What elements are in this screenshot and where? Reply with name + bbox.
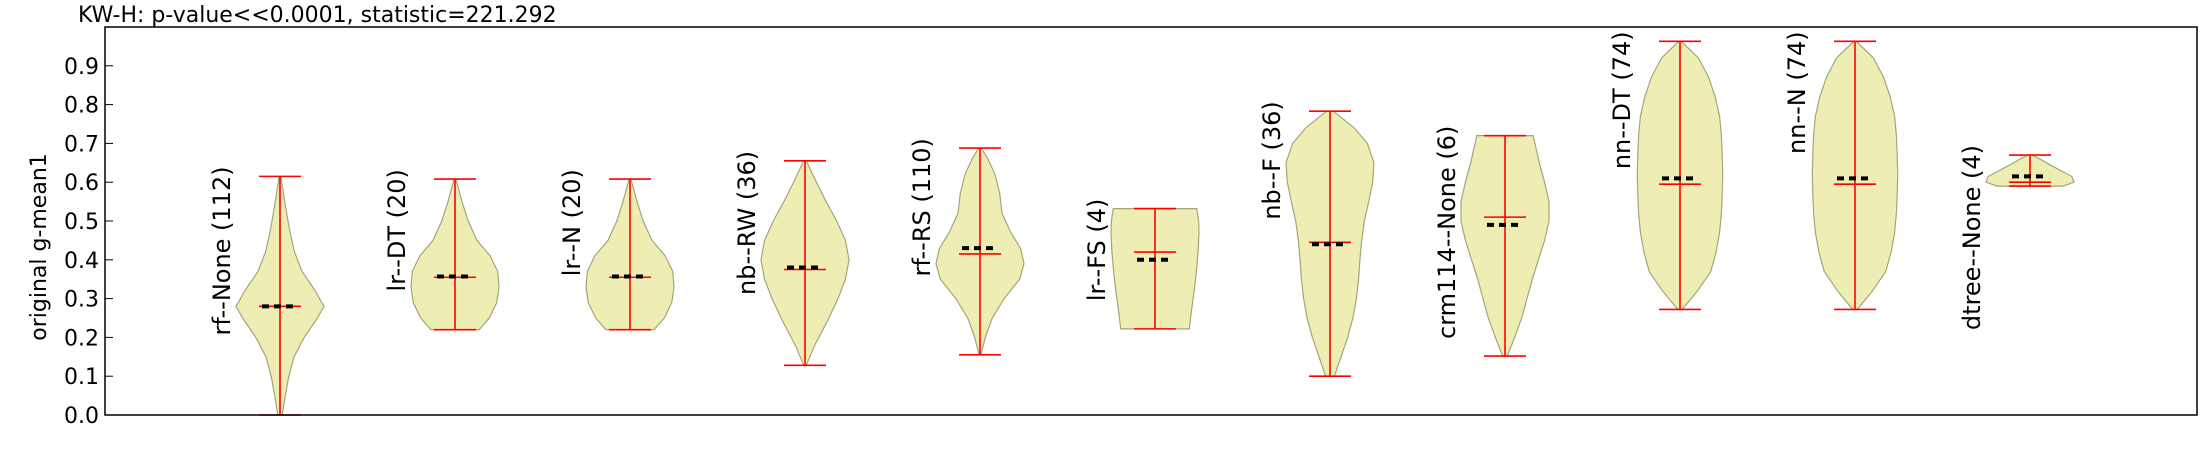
y-tick-label: 0.3 <box>64 288 99 313</box>
y-tick-label: 0.9 <box>64 55 99 80</box>
y-tick-label: 0.1 <box>64 365 99 390</box>
category-label: lr--N (20) <box>558 169 586 276</box>
category-label: rf--None (112) <box>208 166 236 335</box>
y-tick-label: 0.5 <box>64 210 99 235</box>
category-label: nb--F (36) <box>1258 101 1286 219</box>
category-label: rf--RS (110) <box>908 138 936 276</box>
chart-title: KW-H: p-value<<0.0001, statistic=221.292 <box>78 3 557 28</box>
violin-group: rf--None (112) <box>208 166 325 416</box>
plot-area: 0.0 0.1 0.2 0.3 0.4 0.5 0.6 0.7 0.8 0.9 rf--None (… <box>64 31 2075 429</box>
violin-group: lr--DT (20) <box>383 169 500 331</box>
category-label: nb--RW (36) <box>733 151 761 295</box>
y-tick-label: 0.0 <box>64 404 99 429</box>
category-label: dtree--None (4) <box>1958 145 1986 330</box>
plot-frame <box>104 26 2198 416</box>
category-label: lr--FS (4) <box>1083 199 1111 302</box>
y-tick-label: 0.4 <box>64 249 99 274</box>
violin-group: nn--N (74) <box>1783 31 1899 311</box>
category-label: nn--DT (74) <box>1608 31 1636 169</box>
violin-group: nn--DT (74) <box>1608 31 1724 311</box>
category-label: crm114--None (6) <box>1433 126 1461 339</box>
category-label: lr--DT (20) <box>383 169 411 291</box>
y-tick-label: 0.6 <box>64 171 99 196</box>
violin-group: dtree--None (4) <box>1958 145 2075 330</box>
violin-group: nb--RW (36) <box>733 151 850 367</box>
violin-group: nb--F (36) <box>1258 101 1375 378</box>
y-tick-label: 0.8 <box>64 94 99 119</box>
violin-group: rf--RS (110) <box>908 138 1025 356</box>
y-tick-label: 0.2 <box>64 326 99 351</box>
violin-group: lr--FS (4) <box>1083 199 1200 330</box>
y-tick-label: 0.7 <box>64 132 99 157</box>
y-axis-label: original g-mean1 <box>27 153 52 341</box>
category-label: nn--N (74) <box>1783 31 1811 154</box>
violin-group: crm114--None (6) <box>1433 126 1550 357</box>
violin-group: lr--N (20) <box>558 169 675 331</box>
